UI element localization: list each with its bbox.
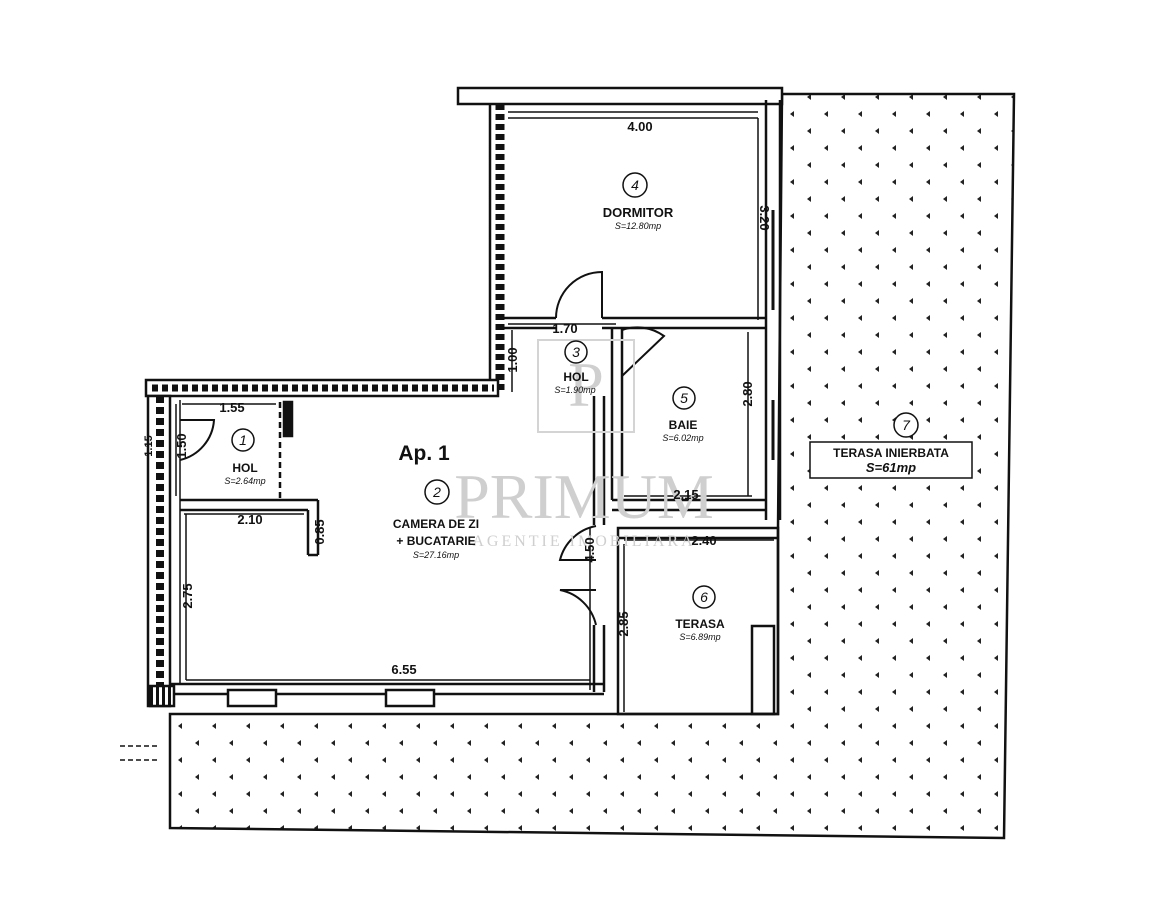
room-number-3: 3 bbox=[572, 344, 580, 360]
room-hol-1: 1 HOL S=2.64mp bbox=[224, 428, 266, 486]
room-number-2: 2 bbox=[432, 484, 441, 500]
dim-hol1-height: 1.50 bbox=[174, 433, 189, 458]
dim-living-side: 4.50 bbox=[582, 537, 597, 562]
room-number-1: 1 bbox=[239, 432, 247, 448]
room-name-dormitor: DORMITOR bbox=[603, 205, 674, 220]
room-area-hol-1: S=2.64mp bbox=[224, 476, 265, 486]
room-area-terasa-inierbata: S=61mp bbox=[866, 460, 916, 475]
dim-kitchen-top: 2.10 bbox=[237, 512, 262, 527]
dim-living-height: 2.75 bbox=[180, 583, 195, 608]
room-name-baie: BAIE bbox=[669, 418, 698, 432]
room-camera-de-zi: 2 CAMERA DE ZI + BUCATARIE S=27.16mp bbox=[393, 479, 479, 560]
dim-living-width: 6.55 bbox=[391, 662, 416, 677]
dim-hol3-width: 1.70 bbox=[552, 321, 577, 336]
room-area-dormitor: S=12.80mp bbox=[615, 221, 661, 231]
watermark-tagline: AGENTIE IMOBILIARA bbox=[472, 533, 695, 550]
dim-dormitor-width: 4.00 bbox=[627, 119, 652, 134]
dim-entrance: 1.15 bbox=[143, 435, 155, 456]
dim-dormitor-height: 3.20 bbox=[757, 205, 772, 230]
room-number-4: 4 bbox=[631, 177, 639, 193]
dimension-labels: 4.00 3.20 1.70 1.00 1.55 1.50 1.15 2.80 … bbox=[143, 119, 772, 677]
watermark: P PRIMUM AGENTIE IMOBILIARA bbox=[454, 339, 714, 550]
watermark-brand: PRIMUM bbox=[454, 461, 714, 532]
room-name-bucatarie: + BUCATARIE bbox=[396, 534, 475, 548]
doors bbox=[120, 270, 666, 761]
room-name-terasa-inierbata: TERASA INIERBATA bbox=[833, 446, 949, 460]
dim-terasa-width: 2.40 bbox=[691, 533, 716, 548]
dimension-lines bbox=[175, 117, 774, 712]
dim-hol1-width: 1.55 bbox=[219, 400, 244, 415]
room-hol-3: 3 HOL S=1.90mp bbox=[554, 340, 596, 395]
room-area-camera: S=27.16mp bbox=[413, 550, 459, 560]
room-dormitor: 4 DORMITOR S=12.80mp bbox=[603, 172, 674, 231]
dim-terasa-height: 2.85 bbox=[616, 611, 631, 636]
room-name-hol-1: HOL bbox=[232, 461, 257, 475]
room-baie: 5 BAIE S=6.02mp bbox=[662, 386, 704, 443]
dim-kitchen-notch: 0.85 bbox=[312, 519, 327, 544]
dim-baie-height: 2.80 bbox=[740, 381, 755, 406]
room-name-terasa: TERASA bbox=[675, 617, 725, 631]
room-number-6: 6 bbox=[700, 589, 708, 605]
dim-hol3-height: 1.00 bbox=[505, 347, 520, 372]
dim-baie-width: 2.15 bbox=[673, 487, 698, 502]
room-terasa-inierbata: 7 TERASA INIERBATA S=61mp bbox=[809, 412, 973, 479]
room-terasa: 6 TERASA S=6.89mp bbox=[675, 585, 725, 642]
room-area-terasa: S=6.89mp bbox=[679, 632, 720, 642]
room-number-7: 7 bbox=[902, 417, 911, 433]
apartment-title: Ap. 1 bbox=[398, 442, 450, 465]
room-area-baie: S=6.02mp bbox=[662, 433, 703, 443]
room-name-camera: CAMERA DE ZI bbox=[393, 517, 479, 531]
room-number-5: 5 bbox=[680, 390, 688, 406]
room-name-hol-3: HOL bbox=[563, 370, 588, 384]
interior-walls bbox=[148, 111, 780, 716]
room-area-hol-3: S=1.90mp bbox=[554, 385, 595, 395]
